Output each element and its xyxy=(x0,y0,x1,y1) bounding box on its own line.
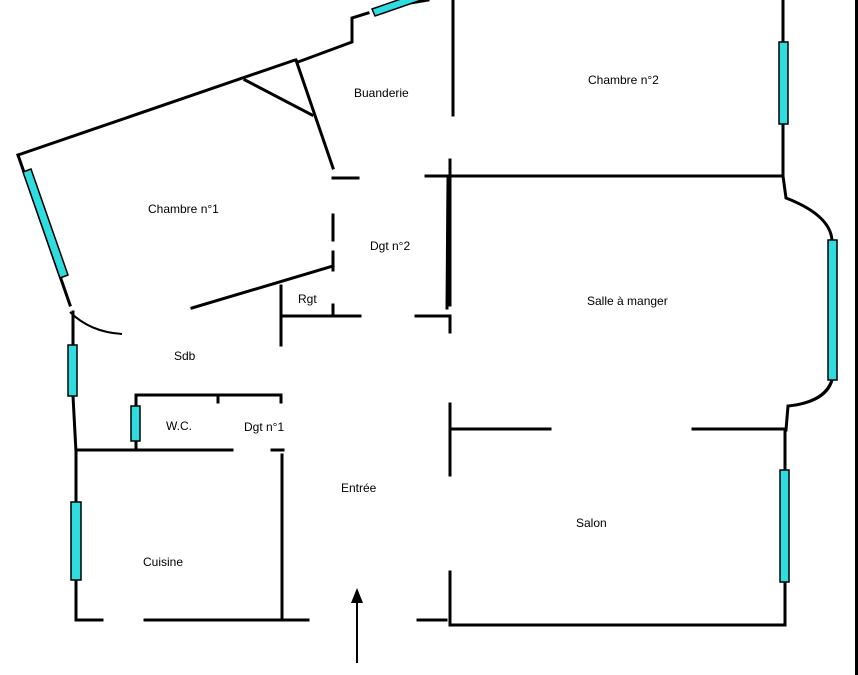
label-salle-a-manger: Salle à manger xyxy=(587,294,668,308)
label-entree: Entrée xyxy=(341,481,377,495)
label-buanderie: Buanderie xyxy=(354,86,409,100)
entrance-arrow-icon xyxy=(351,588,363,663)
window-chambre1 xyxy=(22,168,69,279)
window-cuisine xyxy=(70,501,82,581)
label-wc: W.C. xyxy=(166,419,192,433)
window-chambre2 xyxy=(778,41,789,125)
label-chambre-1: Chambre n°1 xyxy=(148,202,219,216)
label-rgt: Rgt xyxy=(298,292,317,306)
label-chambre-2: Chambre n°2 xyxy=(588,73,659,87)
label-sdb: Sdb xyxy=(174,349,196,363)
right-border xyxy=(855,0,858,675)
windows xyxy=(22,0,838,583)
label-salon: Salon xyxy=(576,516,607,530)
label-dgt-2: Dgt n°2 xyxy=(370,239,410,253)
walls xyxy=(16,0,834,627)
window-wc xyxy=(130,405,141,442)
window-sdb xyxy=(67,344,78,397)
room-labels: Buanderie Chambre n°2 Chambre n°1 Dgt n°… xyxy=(143,73,668,569)
window-top-right-diagonal xyxy=(370,0,424,17)
label-dgt-1: Dgt n°1 xyxy=(244,420,284,434)
window-salle-a-manger xyxy=(827,239,838,381)
window-salon xyxy=(779,469,790,583)
label-cuisine: Cuisine xyxy=(143,555,183,569)
